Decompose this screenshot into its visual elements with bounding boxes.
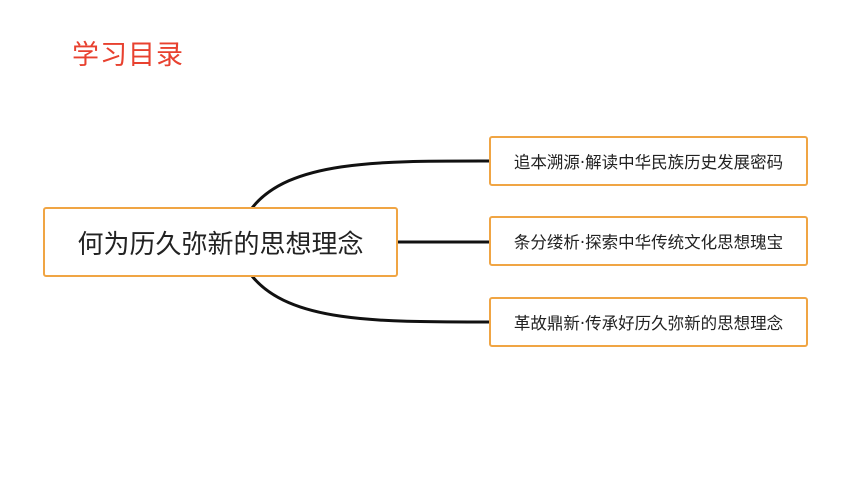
- mindmap-branch-node-3[interactable]: 革故鼎新·传承好历久弥新的思想理念: [489, 297, 808, 347]
- root-node-label: 何为历久弥新的思想理念: [77, 229, 364, 260]
- branch-node-label: 追本溯源·解读中华民族历史发展密码: [513, 153, 784, 172]
- page-title: 学习目录: [72, 40, 184, 71]
- mindmap-branch-node-2[interactable]: 条分缕析·探索中华传统文化思想瑰宝: [489, 216, 808, 266]
- mindmap-branch-node-1[interactable]: 追本溯源·解读中华民族历史发展密码: [489, 136, 808, 186]
- mindmap-root-node[interactable]: 何为历久弥新的思想理念: [43, 207, 398, 277]
- connector-branch-3: [250, 275, 490, 324]
- connector-branch-1: [250, 159, 490, 209]
- branch-node-label: 革故鼎新·传承好历久弥新的思想理念: [513, 314, 784, 333]
- branch-node-label: 条分缕析·探索中华传统文化思想瑰宝: [513, 233, 784, 252]
